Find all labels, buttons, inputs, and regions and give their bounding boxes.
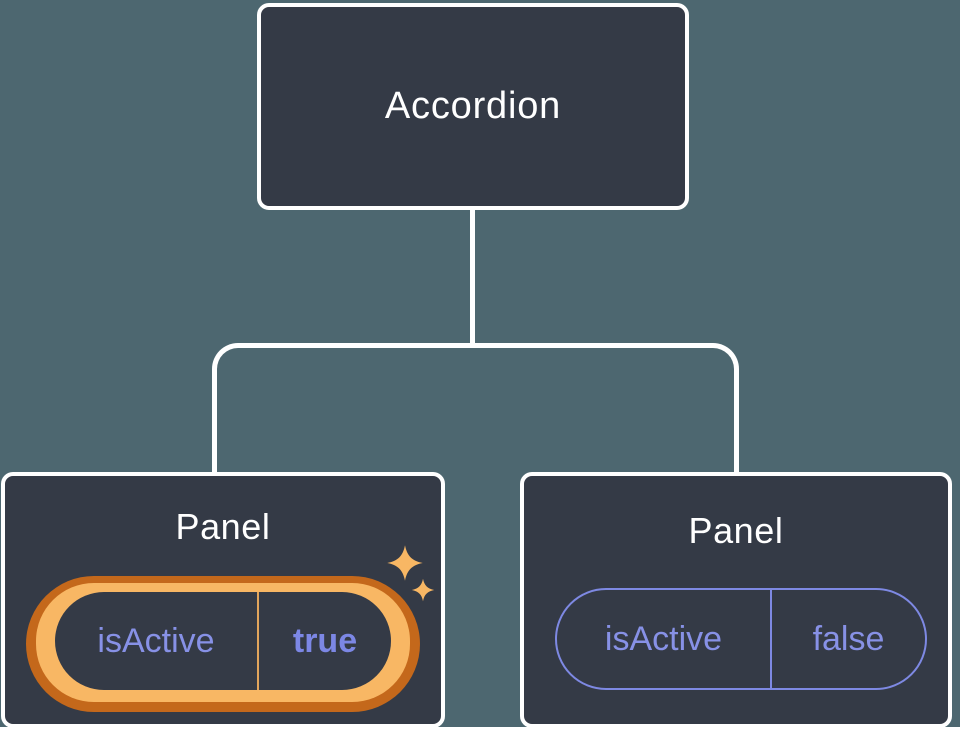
tree-connector-bracket [212, 343, 739, 472]
state-pill-highlight-glow: isActive true [36, 583, 410, 702]
panel-title: Panel [175, 506, 271, 547]
state-pill-highlight-ring: isActive true [26, 576, 420, 712]
sparkle-icon [386, 544, 424, 582]
panel-node-inactive: Panel isActive false [520, 472, 952, 728]
panel-title: Panel [688, 510, 784, 551]
panel-node-active: Panel isActive true [1, 472, 445, 728]
accordion-node-label: Accordion [384, 85, 562, 127]
bottom-edge [0, 727, 960, 734]
tree-connector-stub [470, 206, 475, 348]
prop-name-label: isActive [604, 619, 723, 658]
accordion-node: Accordion [257, 3, 689, 210]
sparkle-icon [411, 578, 435, 602]
prop-value-label: false [770, 590, 925, 688]
state-pill-inactive: isActive false [555, 588, 927, 690]
state-pill-active: isActive true [55, 592, 391, 690]
prop-name-label: isActive [97, 621, 215, 660]
prop-value-label: true [257, 592, 391, 690]
